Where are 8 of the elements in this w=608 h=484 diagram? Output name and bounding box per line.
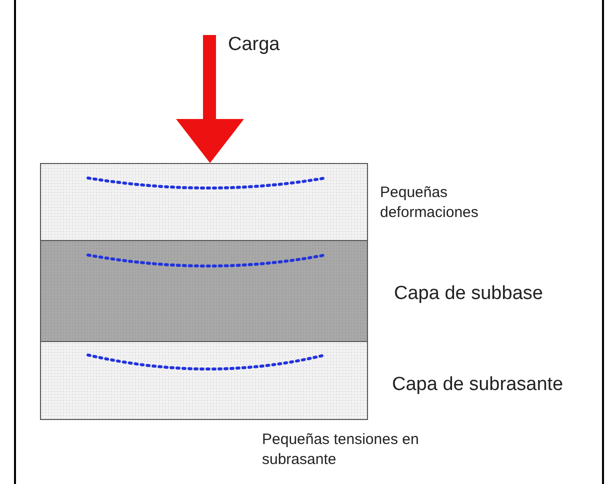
layer-name: Capa de subrasante	[392, 373, 564, 397]
annotation-text: Pequeñas tensiones en subrasante	[262, 430, 420, 469]
subgrade-layer	[40, 341, 368, 420]
layer-name: Capa de subbase	[394, 282, 544, 306]
annotation-text: Pequeñas deformaciones	[380, 183, 480, 222]
subbase-layer	[40, 240, 368, 342]
load-label: Carga	[228, 34, 280, 56]
surface-layer	[40, 163, 368, 241]
